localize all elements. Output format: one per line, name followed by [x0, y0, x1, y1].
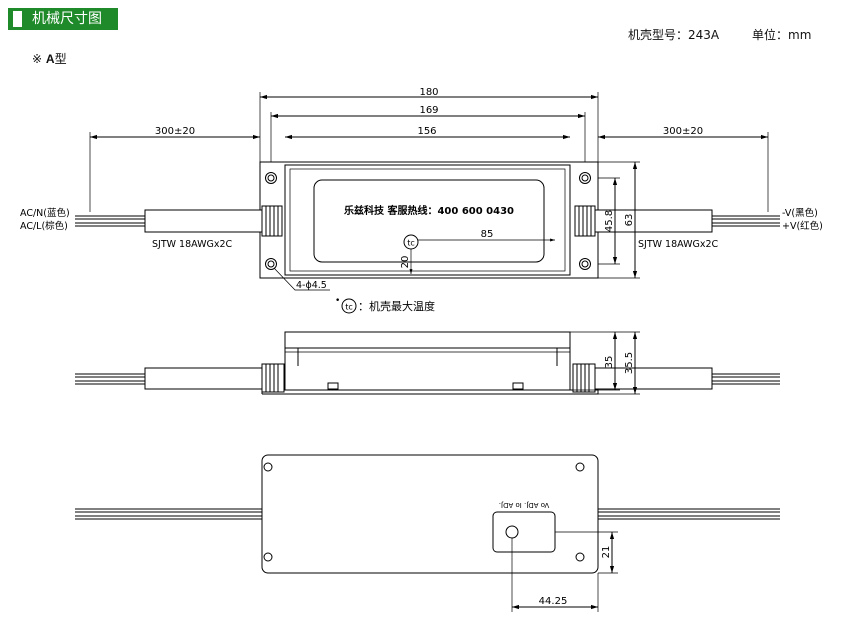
cable-spec-right: SJTW 18AWGx2C	[638, 239, 719, 250]
dim-45-8: 45.8	[604, 210, 615, 232]
cable-spec-left: SJTW 18AWGx2C	[152, 239, 233, 250]
bottom-view	[75, 454, 780, 612]
dim-169: 169	[419, 105, 438, 116]
variant-type: ※ A型	[32, 50, 67, 67]
dim-wire-right: 300±20	[663, 126, 703, 137]
wire-label-negv: -V(黑色)	[782, 207, 818, 219]
hole-note: 4-ϕ4.5	[296, 280, 327, 291]
title-bar-marker	[13, 11, 22, 27]
case-model-value: 243A	[688, 28, 720, 42]
wire-label-posv: +V(红色)	[782, 220, 823, 232]
unit-info: 单位：mm	[752, 26, 811, 43]
dim-180: 180	[419, 87, 438, 98]
adjust-labels: Vo ADJ. Io ADJ.	[499, 501, 550, 509]
wire-label-acn: AC/N(蓝色)	[20, 207, 70, 219]
housing-label: 乐兹科技 客服热线：400 600 0430	[344, 204, 514, 217]
variant-letter: A	[45, 52, 55, 66]
dim-35: 35	[604, 356, 615, 369]
section-title: 机械尺寸图	[32, 11, 102, 27]
section-title-bar: 机械尺寸图	[8, 8, 118, 30]
unit-value: mm	[788, 28, 812, 42]
dim-156: 156	[417, 126, 436, 137]
tc-symbol: tc	[407, 239, 415, 248]
case-model-label: 机壳型号：	[628, 28, 689, 42]
dim-35-5: 35.5	[624, 352, 635, 374]
bottom-view-labels: Vo ADJ. Io ADJ. 21 44.25	[499, 501, 612, 607]
side-view	[75, 331, 780, 395]
dim-wire-left: 300±20	[155, 126, 195, 137]
tc-note-text: ：机壳最大温度	[358, 299, 435, 313]
dim-63: 63	[624, 214, 635, 227]
wire-label-acl: AC/L(棕色)	[20, 220, 68, 232]
dim-85: 85	[481, 229, 494, 240]
top-view	[75, 92, 780, 314]
variant-suffix: 型	[54, 52, 67, 66]
case-model: 机壳型号：243A	[628, 26, 719, 43]
dim-21: 21	[601, 546, 612, 559]
tc-note-bullet: •	[335, 296, 340, 306]
side-view-labels: 35 35.5	[604, 352, 635, 374]
unit-label: 单位：	[752, 28, 789, 42]
tc-note-symbol: tc	[345, 303, 353, 312]
dim-20: 20	[400, 256, 411, 269]
dim-44-25: 44.25	[539, 596, 568, 607]
variant-marker: ※	[32, 52, 43, 66]
top-view-labels: 180 169 156 300±20 300±20 乐兹科技 客服热线：400 …	[20, 87, 823, 313]
